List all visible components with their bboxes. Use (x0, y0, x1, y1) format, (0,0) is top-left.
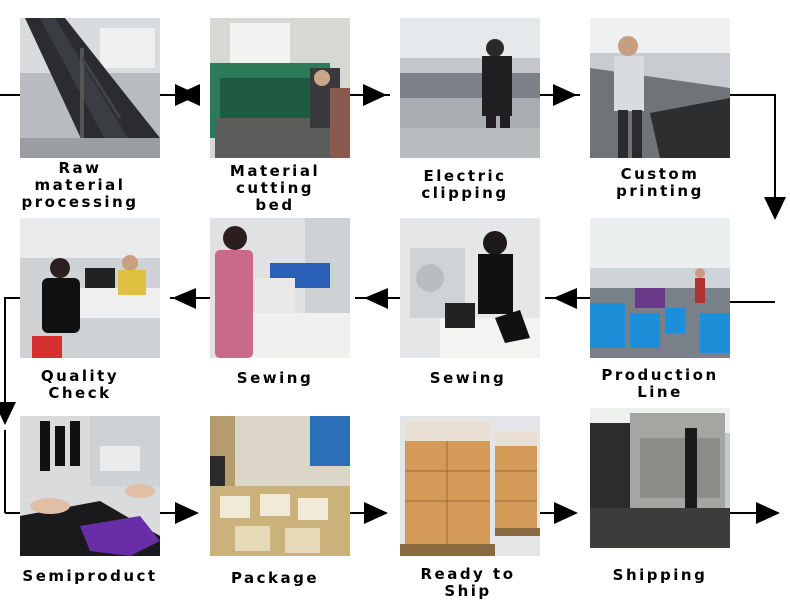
photo-sewing-1 (210, 218, 350, 358)
arrowhead-left (364, 288, 388, 309)
arrowhead-right (364, 502, 388, 524)
step-label-ready-to-ship: Ready to Ship (420, 565, 516, 600)
step-label-production-line: Production Line (601, 366, 719, 401)
arrowhead-down (0, 402, 16, 425)
step-label-quality-check: Quality Check (40, 367, 120, 402)
step-label-shipping: Shipping (612, 566, 708, 584)
step-label-package: Package (230, 569, 320, 587)
arrowhead-down (764, 197, 786, 220)
photo-material-cutting-bed (210, 18, 350, 158)
photo-custom-printing (590, 18, 730, 158)
photo-ready-to-ship (400, 416, 540, 556)
step-label-raw-material-processing: Raw material processing (21, 159, 139, 211)
photo-quality-check (20, 218, 160, 358)
arrowhead-right (554, 502, 578, 524)
step-label-material-cutting-bed: Material cutting bed (229, 162, 321, 214)
step-label-custom-printing: Custom printing (616, 165, 704, 200)
step-label-sewing-1: Sewing (236, 369, 314, 387)
photo-shipping (590, 408, 730, 548)
arrowhead-right (175, 84, 199, 106)
connector-line (730, 94, 776, 210)
arrowhead-right (363, 84, 387, 106)
arrowhead-left (172, 288, 196, 309)
photo-production-line (590, 218, 730, 358)
photo-package (210, 416, 350, 556)
connector-line (4, 297, 20, 405)
photo-sewing-2 (400, 218, 540, 358)
arrowhead-right (553, 84, 577, 106)
arrowhead-left (553, 288, 577, 309)
photo-raw-material-processing (20, 18, 160, 158)
photo-semiproduct (20, 416, 160, 556)
step-label-semiproduct: Semiproduct (22, 567, 158, 585)
step-label-electric-clipping: Electric clipping (421, 167, 509, 202)
arrowhead-right (756, 502, 780, 524)
step-label-sewing-2: Sewing (429, 369, 507, 387)
photo-electric-clipping (400, 18, 540, 158)
arrowhead-right (175, 502, 199, 524)
